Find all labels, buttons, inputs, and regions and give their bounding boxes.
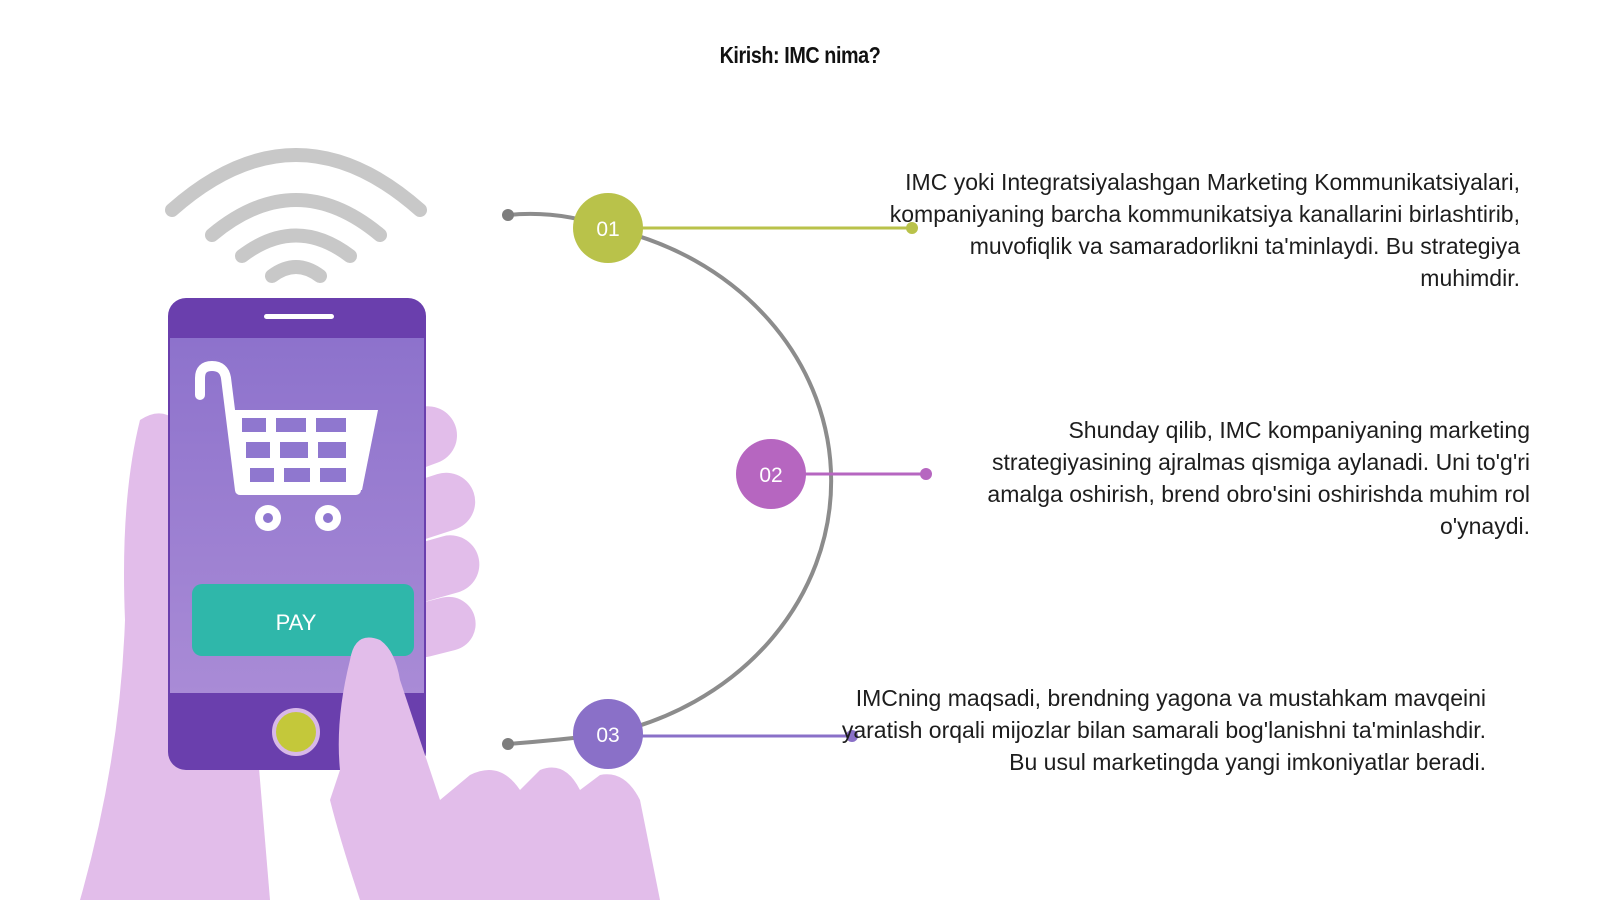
item-02-text: Shunday qilib, IMC kompaniyaning marketi… — [987, 417, 1530, 539]
marker-02: 02 — [736, 439, 932, 509]
pointing-hand — [330, 637, 660, 900]
marker-02-label: 02 — [759, 464, 782, 487]
item-03-text: IMCning maqsadi, brendning yagona va mus… — [841, 685, 1486, 775]
shopping-cart-icon — [195, 361, 378, 531]
timeline-arc — [607, 226, 834, 736]
pay-button[interactable]: PAY — [192, 584, 414, 656]
marker-01-label: 01 — [596, 218, 619, 241]
timeline-bottom-endpoint — [502, 738, 514, 750]
marker-03: 03 — [573, 699, 858, 769]
marker-01: 01 — [573, 193, 918, 263]
page-title: Kirish: IMC nima? — [719, 42, 881, 68]
item-01-text: IMC yoki Integratsiyalashgan Marketing K… — [889, 169, 1520, 291]
home-button[interactable] — [272, 708, 320, 756]
timeline-top-endpoint — [502, 209, 514, 221]
marker-03-label: 03 — [596, 724, 619, 747]
wifi-icon — [165, 148, 427, 283]
pay-button-label: PAY — [276, 610, 317, 635]
